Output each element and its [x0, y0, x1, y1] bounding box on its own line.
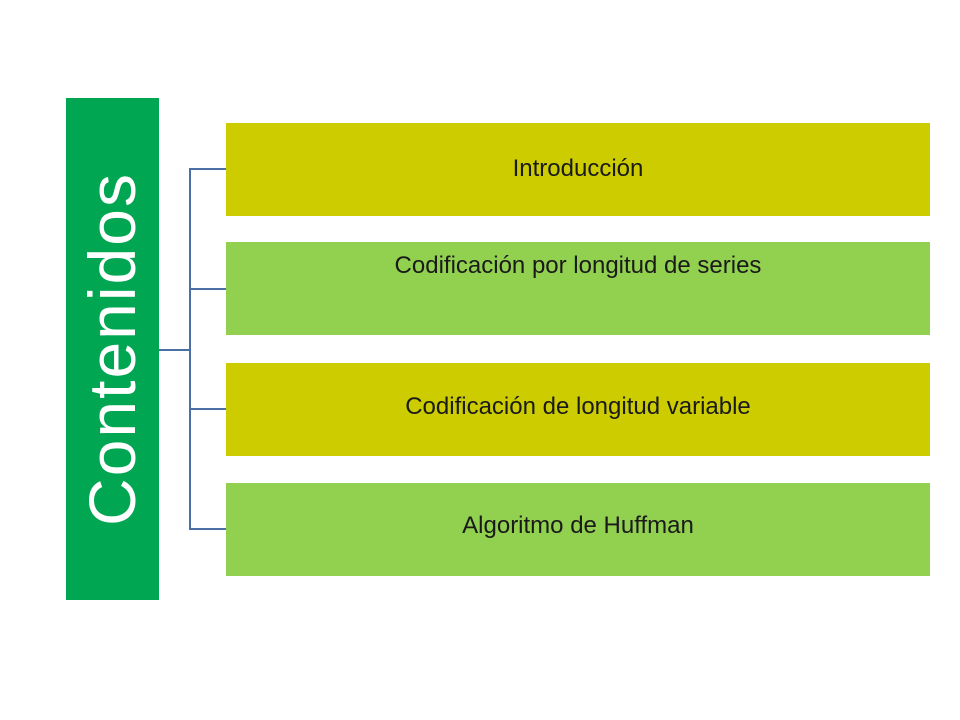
item-node-introduccion: Introducción — [226, 123, 930, 216]
root-node-contenidos: Contenidos — [66, 98, 159, 600]
root-node-label: Contenidos — [75, 172, 149, 526]
item-node-codificacion-variable: Codificación de longitud variable — [226, 363, 930, 456]
item-node-codificacion-series: Codificación por longitud de series — [226, 242, 930, 335]
item-node-label: Algoritmo de Huffman — [462, 512, 694, 539]
item-node-huffman: Algoritmo de Huffman — [226, 483, 930, 576]
item-node-label: Introducción — [512, 154, 644, 182]
item-node-label: Codificación por longitud de series — [394, 252, 762, 279]
item-node-label: Codificación de longitud variable — [405, 393, 751, 420]
